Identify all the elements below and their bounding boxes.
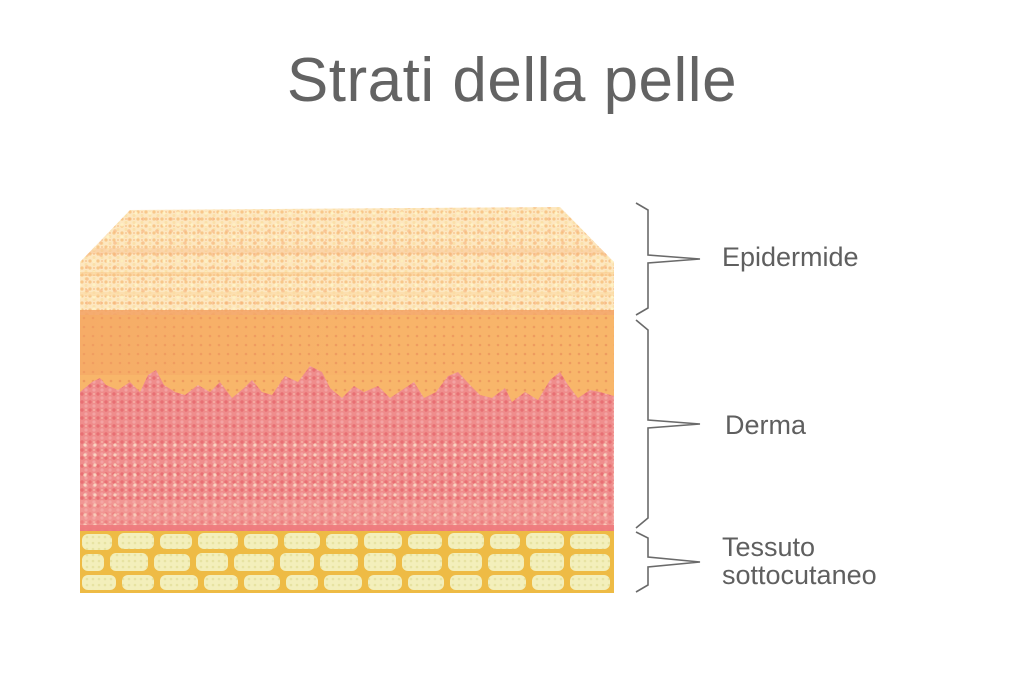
subcutaneous-bracket-icon [635,531,701,593]
label-line-1: Tessuto [722,532,816,562]
label-derma: Derma [725,410,807,440]
epidermis-layer [80,207,614,316]
subcutaneous-layer [80,531,614,593]
epidermis-bracket-icon [635,202,701,316]
label-epidermide: Epidermide [722,242,859,272]
dermis-bracket-icon [635,319,701,529]
label-line-2: sottocutaneo [722,560,877,591]
label-tessuto-sottocutaneo: Tessuto sottocutaneo [722,533,877,590]
diagram-title: Strati della pelle [286,46,738,115]
